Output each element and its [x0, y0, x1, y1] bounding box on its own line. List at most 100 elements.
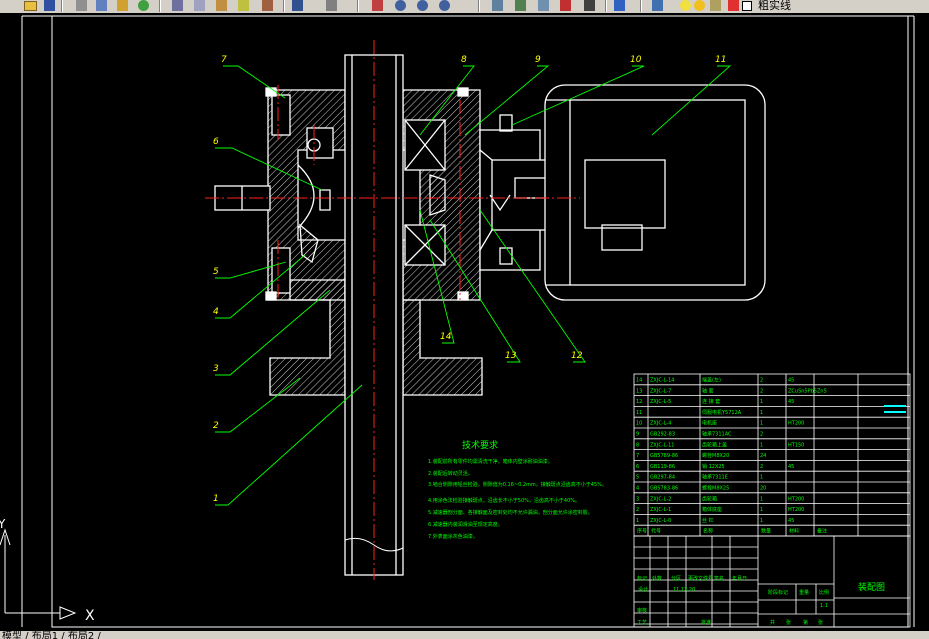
bom-cell-no: 1 — [636, 518, 639, 524]
bom-cell-no: 13 — [636, 388, 642, 394]
publish-icon[interactable] — [117, 0, 128, 11]
title-sheet-4: 张 — [818, 619, 823, 626]
brush-icon[interactable] — [262, 0, 273, 11]
layer-manager-icon[interactable] — [652, 0, 663, 11]
bom-cell-code: ZXJC-L-1 — [650, 507, 671, 513]
bom-cell-code: ZXJC-L-4 — [650, 421, 671, 427]
help-icon[interactable] — [614, 0, 625, 11]
title-sheet-1: 共 — [770, 619, 775, 626]
design-center-icon[interactable] — [515, 0, 526, 11]
bom-cell-qty: 1 — [760, 410, 763, 416]
print-icon[interactable] — [76, 0, 87, 11]
title-date: 11.12.20 — [673, 587, 695, 593]
bom-cell-no: 8 — [636, 442, 639, 448]
save-icon[interactable] — [44, 0, 55, 11]
bom-cell-no: 7 — [636, 453, 639, 459]
title-approve-1: 审核 — [637, 607, 647, 614]
bom-cell-code: ZXJC-L-0 — [650, 518, 671, 524]
bom-cell-no: 5 — [636, 475, 639, 481]
bom-cell-name: 电机座 — [702, 420, 717, 427]
title-sheet-2: 张 — [786, 619, 791, 626]
callout-2: 2 — [213, 421, 219, 431]
bom-cell-code: ZXJC-L-7 — [650, 388, 671, 394]
title-mark-label-6: 年月日 — [732, 575, 747, 582]
bom-cell-qty: 1 — [760, 496, 763, 502]
bom-cell-no: 9 — [636, 432, 639, 438]
bom-cell-qty: 1 — [760, 421, 763, 427]
bom-cell-name: 轴承7311E — [702, 474, 728, 481]
cut-icon[interactable] — [172, 0, 183, 11]
tech-line-2: 2.装配后转动灵活。 — [428, 470, 473, 477]
cad-toolbar: 粗实线 — [0, 0, 929, 13]
bom-cell-qty: 2 — [760, 378, 763, 384]
title-approve-2: 工艺 — [637, 620, 647, 626]
paste-icon[interactable] — [216, 0, 227, 11]
calculator-icon[interactable] — [584, 0, 595, 11]
properties-icon[interactable] — [492, 0, 503, 11]
bom-cell-name: 齿轮箱上盖 — [702, 441, 727, 448]
title-designer-label: 设计 — [638, 586, 648, 593]
drawing-frame — [51, 15, 909, 628]
sun-icon[interactable] — [694, 0, 705, 11]
cad-drawing-canvas[interactable]: X Y — [0, 13, 929, 631]
tech-line-4: 4.用涂色法检验接触斑点，沿齿长不小于50%，沿齿高不小于40%。 — [428, 497, 580, 504]
pan-icon[interactable] — [372, 0, 383, 11]
bom-cell-material: ZCuSn5Pb5Zn5 — [788, 388, 827, 394]
redo-icon[interactable] — [326, 0, 337, 11]
callout-8: 8 — [461, 55, 467, 65]
bom-cell-code: GB119-86 — [650, 464, 675, 470]
tool-palettes-icon[interactable] — [538, 0, 549, 11]
bom-cell-no: 10 — [636, 421, 642, 427]
bom-cell-no: 2 — [636, 507, 639, 513]
bom-header-qty: 数量 — [761, 528, 771, 535]
bom-header-material: 材料 — [789, 528, 799, 535]
sheet-set-icon[interactable] — [560, 0, 571, 11]
tech-title: 技术要求 — [462, 439, 498, 451]
lightbulb-icon[interactable] — [680, 0, 691, 11]
ucs-y-label: Y — [0, 517, 6, 531]
bom-cell-material: 45 — [788, 518, 794, 524]
zoom-window-icon[interactable] — [417, 0, 428, 11]
undo-icon[interactable] — [292, 0, 303, 11]
title-mark-label-3: 分区 — [671, 575, 681, 582]
callout-11: 11 — [715, 55, 726, 65]
bom-header-note: 备注 — [817, 528, 827, 535]
zoom-previous-icon[interactable] — [439, 0, 450, 11]
tech-line-5: 5.减速器剖分面、各接触面及密封处均不允许漏油，剖分面允许涂密封胶。 — [428, 509, 593, 516]
bom-cell-code: ZXJC-L-14 — [650, 378, 675, 384]
lock-icon[interactable] — [710, 0, 721, 11]
layout-tabs-bar: 模型 / 布局1 / 布局2 / — [0, 631, 929, 639]
bom-cell-qty: 1 — [760, 442, 763, 448]
color-swatch-icon[interactable] — [728, 0, 739, 11]
bom-cell-material: HT200 — [788, 421, 804, 427]
zoom-realtime-icon[interactable] — [395, 0, 406, 11]
bom-cell-code: GB5783-86 — [650, 486, 678, 492]
callout-10: 10 — [630, 55, 642, 65]
title-block: 装配图 阶段标记 重量 比例 1:1 设计 11.12.20 标记 处数 分区 … — [633, 535, 911, 628]
layout-tabs[interactable]: 模型 / 布局1 / 布局2 / — [2, 631, 101, 639]
bom-cell-material: HT200 — [788, 507, 804, 513]
title-drawing-name: 装配图 — [858, 581, 885, 593]
layer-color-box[interactable] — [742, 1, 752, 11]
title-scale-value: 1:1 — [820, 603, 828, 609]
bom-cell-name: 螺栓M8X25 — [702, 485, 729, 492]
title-mark-label-2: 处数 — [652, 575, 662, 582]
callout-7: 7 — [221, 55, 227, 65]
bom-cell-name: 连 接 套 — [702, 398, 720, 405]
assembly-drawing — [214, 54, 766, 576]
bom-cell-qty: 1 — [760, 518, 763, 524]
bom-cell-no: 3 — [636, 496, 639, 502]
bom-cell-material: HT200 — [788, 496, 804, 502]
open-icon[interactable] — [24, 1, 37, 11]
bom-cell-material: HT150 — [788, 442, 804, 448]
plot-icon[interactable] — [138, 0, 149, 11]
bom-cell-no: 6 — [636, 464, 639, 470]
copy-icon[interactable] — [194, 0, 205, 11]
match-properties-icon[interactable] — [238, 0, 249, 11]
preview-icon[interactable] — [96, 0, 107, 11]
tech-line-3: 3.啮合侧隙用铅丝检验，侧隙值为0.16~0.2mm，接触斑点沿齿高不小于45%… — [428, 481, 607, 488]
tech-line-7: 7.外表面涂灰色油漆。 — [428, 533, 478, 540]
bom-cell-name: 轴承7311AC — [702, 431, 732, 438]
layer-dropdown-value[interactable]: 粗实线 — [758, 0, 791, 12]
